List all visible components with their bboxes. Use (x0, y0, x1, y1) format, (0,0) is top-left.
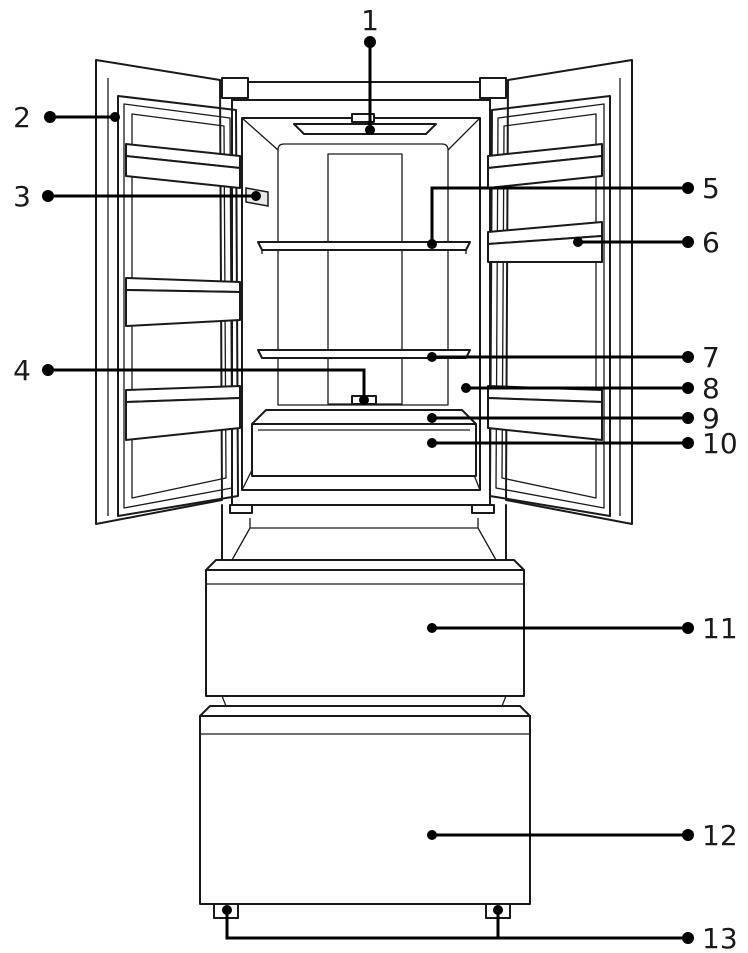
right-door-bin-bottom (487, 385, 603, 441)
right-hinge (479, 77, 507, 99)
callout-5: 5 (702, 172, 720, 205)
left-door-bin-top (125, 143, 241, 189)
callout-11: 11 (702, 612, 738, 645)
fridge-compartment (229, 99, 495, 514)
callout-6: 6 (702, 226, 720, 259)
callout-1: 1 (361, 4, 379, 37)
middle-frame (221, 504, 507, 561)
adjustable-feet (213, 903, 511, 919)
leaders (42, 36, 694, 944)
interior-light (293, 113, 437, 135)
callout-10: 10 (702, 427, 738, 460)
right-lower-hinge (471, 504, 495, 514)
upper-freezer-drawer (205, 559, 525, 697)
callout-13: 13 (702, 922, 738, 953)
cabinet-top (221, 77, 507, 101)
callout-labels: 1 2 3 4 5 6 7 8 9 10 11 12 13 (13, 4, 738, 953)
left-door-bin-middle (125, 277, 241, 327)
callout-12: 12 (702, 819, 738, 852)
upper-glass-shelf (257, 241, 471, 254)
callout-2: 2 (13, 101, 31, 134)
callout-3: 3 (13, 180, 31, 213)
left-hinge (221, 77, 249, 99)
right-door (487, 59, 633, 525)
left-door-bin-bottom (125, 385, 241, 441)
callout-7: 7 (702, 341, 720, 374)
callout-8: 8 (702, 372, 720, 405)
lower-freezer-drawer (199, 705, 531, 905)
left-door (95, 59, 241, 525)
callout-4: 4 (13, 354, 31, 387)
callout-9: 9 (702, 402, 720, 435)
crisper-drawer (251, 423, 477, 477)
left-lower-hinge (229, 504, 253, 514)
